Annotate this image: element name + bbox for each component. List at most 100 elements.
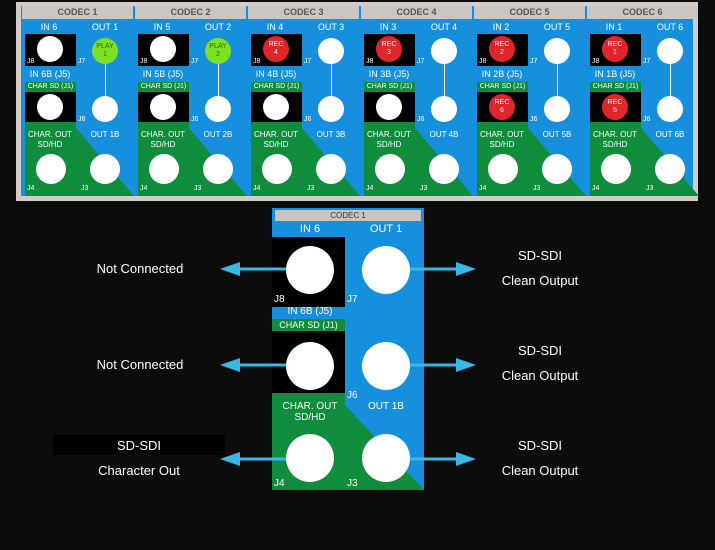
loop-link (105, 62, 106, 102)
char-sd-bar (272, 319, 345, 331)
j7-connector[interactable] (318, 38, 344, 64)
j3-label: J3 (194, 185, 202, 192)
out-label: OUT 4 (430, 22, 458, 32)
j7-label: J7 (417, 58, 425, 65)
left-label-3-bg (53, 435, 225, 455)
char-out-label-2: SD/HD (150, 140, 176, 149)
loop-link (218, 62, 219, 102)
j7-connector[interactable] (362, 246, 410, 294)
in-badge-text2: 2 (500, 49, 504, 56)
j6-connector[interactable] (318, 96, 344, 122)
j3-label: J3 (307, 185, 315, 192)
j6-connector[interactable] (205, 96, 231, 122)
j3-connector[interactable] (90, 154, 120, 184)
char-sd-label: CHAR SD (J1) (27, 83, 74, 90)
codec-title: CODEC 3 (247, 6, 359, 19)
codec-title: CODEC 1 (21, 6, 133, 19)
j7-connector[interactable] (544, 38, 570, 64)
in-label: IN 6 (299, 223, 321, 235)
j3-connector[interactable] (655, 154, 685, 184)
j7-connector[interactable] (657, 38, 683, 64)
char-out-label: CHAR. OUT (593, 130, 637, 139)
j3-label: J3 (420, 185, 428, 192)
j5-connector[interactable] (286, 342, 334, 390)
j6-connector[interactable] (92, 96, 118, 122)
j6-connector[interactable] (362, 342, 410, 390)
char-out-label: CHAR. OUT (141, 130, 185, 139)
out-label: OUT 5 (543, 22, 571, 32)
char-out-label: CHAR. OUT (28, 130, 72, 139)
codec-title: CODEC 6 (586, 6, 698, 19)
j8-connector[interactable] (37, 36, 63, 62)
j4-connector[interactable] (262, 154, 292, 184)
j6-label: J6 (78, 116, 86, 123)
out-badge-text2: 1 (103, 51, 107, 58)
char-sd-label: CHAR SD (J1) (279, 320, 338, 330)
j4-connector[interactable] (286, 434, 334, 482)
codec-panel-frame: CODEC 1 IN 6 OUT 1 J8 J7 IN 6B (J5) CHAR… (16, 2, 699, 201)
char-sd-bar (477, 82, 528, 92)
loop-link (670, 62, 671, 102)
j4-connector[interactable] (375, 154, 405, 184)
j4-label: J4 (140, 185, 148, 192)
j4-label: J4 (27, 185, 35, 192)
j6-connector[interactable] (544, 96, 570, 122)
codec-title: CODEC 5 (473, 6, 585, 19)
char-sd-label: CHAR SD (J1) (479, 83, 526, 90)
codec-detail-title: CODEC 1 (275, 210, 421, 221)
j3-connector[interactable] (429, 154, 459, 184)
arrow-right-3 (410, 452, 476, 466)
j4-connector[interactable] (488, 154, 518, 184)
j4-connector[interactable] (36, 154, 66, 184)
arrow-left-3 (220, 452, 286, 466)
j7-label: J7 (191, 58, 199, 65)
j4-connector[interactable] (601, 154, 631, 184)
j6-connector[interactable] (431, 96, 457, 122)
j3-label: J3 (81, 185, 89, 192)
j4-connector[interactable] (149, 154, 179, 184)
left-label-3-line2: Character Out (98, 463, 180, 478)
j3-label: J3 (347, 478, 358, 489)
j8-connector[interactable] (286, 246, 334, 294)
j3-connector[interactable] (542, 154, 572, 184)
in-b-label: IN 2B (J5) (481, 69, 523, 79)
j5-connector[interactable] (376, 94, 402, 120)
j8-label: J8 (592, 58, 600, 65)
j4-label: J4 (274, 478, 285, 489)
j5-connector[interactable] (263, 94, 289, 120)
j5-connector[interactable] (37, 94, 63, 120)
j6-connector[interactable] (657, 96, 683, 122)
out-b-label: OUT 6B (655, 130, 685, 139)
char-out-label: CHAR. OUT (480, 130, 524, 139)
loop-link (331, 62, 332, 102)
j5-connector[interactable] (150, 94, 176, 120)
out-label: OUT 6 (656, 22, 684, 32)
j4-label: J4 (479, 185, 487, 192)
j7-connector[interactable] (431, 38, 457, 64)
arrow-right-1 (410, 262, 476, 276)
j7-label: J7 (347, 294, 358, 305)
char-badge-text2: 5 (613, 107, 617, 114)
codec-title: CODEC 4 (360, 6, 472, 19)
j4-label: J4 (253, 185, 261, 192)
char-sd-bar (138, 82, 189, 92)
right-label-3-line1: SD-SDI (517, 438, 563, 453)
j8-connector[interactable] (150, 36, 176, 62)
in-label: IN 3 (379, 22, 397, 32)
j3-connector[interactable] (316, 154, 346, 184)
out-b-label: OUT 3B (316, 130, 346, 139)
char-badge-text1: REC (494, 99, 510, 106)
j8-label: J8 (479, 58, 487, 65)
j3-connector[interactable] (362, 434, 410, 482)
j3-connector[interactable] (203, 154, 233, 184)
out-b-label: OUT 2B (203, 130, 233, 139)
